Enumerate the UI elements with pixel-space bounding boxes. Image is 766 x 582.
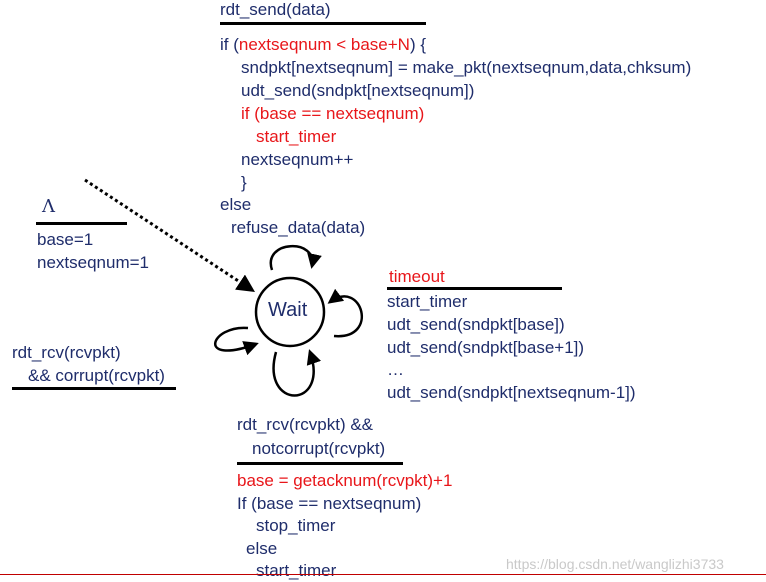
ack-rule [237, 462, 403, 465]
send-line-2: sndpkt[nextseqnum] = make_pkt(nextseqnum… [241, 58, 692, 77]
send-event: rdt_send(data) [220, 0, 331, 19]
timeout-self-loop [327, 288, 363, 338]
ack-self-loop [272, 349, 321, 397]
send-line-7: } [241, 173, 247, 192]
ack-line-1: base = getacknum(rcvpkt)+1 [237, 471, 453, 490]
bottom-red-line [0, 574, 766, 575]
ack-event-line-1: rdt_rcv(rcvpkt) && [237, 415, 374, 434]
send-rule [220, 22, 426, 25]
ack-line-4: else [246, 539, 278, 558]
timeout-event: timeout [389, 267, 445, 286]
timeout-rule [387, 287, 562, 290]
timeout-line-2: udt_send(sndpkt[base]) [387, 315, 565, 334]
init-lambda: Λ [42, 196, 55, 217]
send-line-6: nextseqnum++ [241, 150, 354, 169]
timeout-line-3: udt_send(sndpkt[base+1]) [387, 338, 585, 357]
timeout-line-1: start_timer [387, 292, 468, 311]
init-line-1: base=1 [37, 230, 94, 249]
send-self-loop [269, 244, 322, 271]
send-line-8: else [220, 195, 252, 214]
send-line-3: udt_send(sndpkt[nextseqnum]) [241, 81, 475, 100]
corrupt-line-2: && corrupt(rcvpkt) [28, 366, 165, 385]
init-rule [36, 222, 127, 225]
corrupt-rule [12, 387, 176, 390]
ack-line-2: If (base == nextseqnum) [237, 494, 422, 513]
watermark: https://blog.csdn.net/wanglizhi3733 [506, 556, 724, 572]
send-line-5: start_timer [256, 127, 337, 146]
send-condition: nextseqnum < base+N [238, 35, 410, 54]
wait-state-label: Wait [268, 299, 308, 321]
corrupt-line-1: rdt_rcv(rcvpkt) [12, 343, 121, 362]
corrupt-self-loop [214, 326, 259, 356]
ack-line-5: start_timer [256, 561, 337, 580]
timeout-line-5: udt_send(sndpkt[nextseqnum-1]) [387, 383, 636, 402]
ack-line-3: stop_timer [256, 516, 336, 535]
wait-state-circle [254, 276, 326, 348]
send-line-4: if (base == nextseqnum) [241, 104, 425, 123]
init-line-2: nextseqnum=1 [37, 253, 149, 272]
ack-event-line-2: notcorrupt(rcvpkt) [252, 439, 386, 458]
send-line-9: refuse_data(data) [231, 218, 366, 237]
send-line-1: if (nextseqnum < base+N) { [220, 35, 427, 54]
timeout-line-4: … [387, 360, 404, 379]
